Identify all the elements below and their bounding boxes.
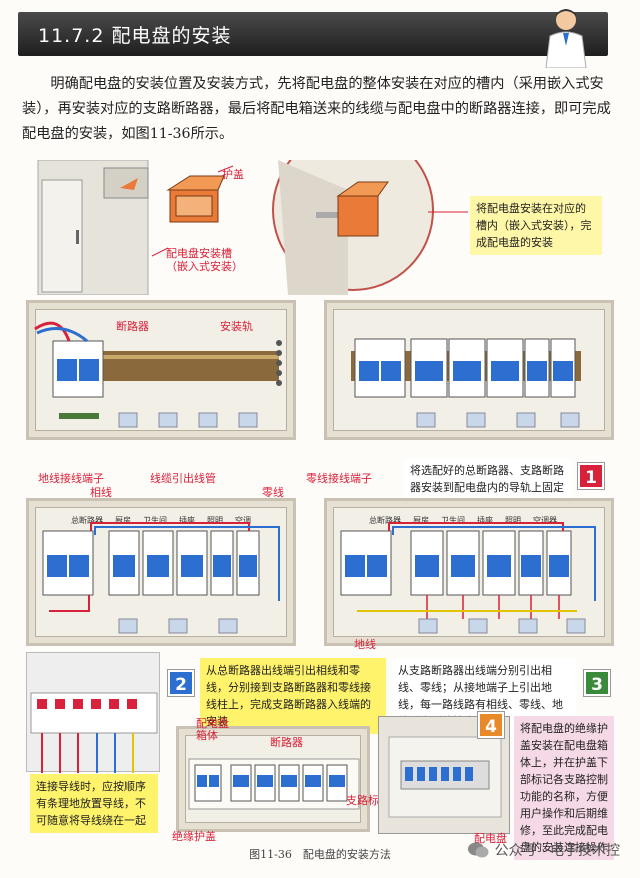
step3-branch: 照明 [505, 516, 521, 525]
step3-number: 3 [584, 670, 610, 696]
panel-label: 配电盘 [474, 832, 507, 845]
step3-branch: 卫生间 [441, 516, 465, 525]
step1-right-drawing [351, 338, 581, 428]
watermark: 公众号 · 电子技术控 [467, 840, 620, 860]
step3-branch: 厨房 [413, 516, 429, 525]
step2-branch: 空调 [235, 516, 251, 525]
box-label-line1: 配电盘 [196, 717, 229, 730]
cover-label: 护盖 [222, 168, 244, 181]
step4-breaker-label: 断路器 [270, 736, 303, 749]
step4-right-note: 将配电盘的绝缘护盖安装在配电盘箱体上，并在护盖下部标记各支路控制功能的名称，方便… [514, 716, 614, 860]
step2-main-breaker: 总断路器 [71, 516, 103, 525]
breaker-label: 断路器 [116, 320, 149, 333]
step4-panel [176, 726, 370, 832]
top-note: 将配电盘安装在对应的槽内（嵌入式安装），完成配电盘的安装 [470, 196, 602, 255]
finished-panel-drawing [388, 736, 502, 818]
wechat-icon [467, 842, 489, 858]
step2-note: 从总断路器出线端引出相线和零线，分别接到支路断路器和零线接线柱上，完成支路断路器… [200, 658, 386, 734]
rail-label: 安装轨 [220, 320, 253, 333]
step1-left-drawing [34, 321, 282, 428]
step3-main-breaker: 总断路器 [369, 516, 401, 525]
neutral-label: 零线 [262, 486, 284, 499]
section-title: 11.7.2 配电盘的安装 [38, 25, 232, 47]
top-installation-figure [37, 160, 468, 295]
insulation-cover-label: 绝缘护盖 [172, 830, 216, 843]
doctor-mascot-icon [545, 9, 587, 68]
step2-branch: 插座 [179, 516, 195, 525]
step2-branch: 厨房 [115, 516, 131, 525]
step1-number: 1 [578, 463, 604, 489]
box-label-line2: 箱体 [196, 729, 218, 742]
watermark-text: 公众号 · 电子技术控 [494, 843, 620, 859]
step3-branch: 插座 [477, 516, 493, 525]
finished-panel-photo [378, 716, 510, 834]
step2-branch: 卫生间 [143, 516, 167, 525]
step3-drawing [340, 522, 596, 634]
step3-branch-labels: 总断路器 厨房 卫生间 插座 照明 空调器 [369, 515, 557, 526]
step2-branch: 照明 [207, 516, 223, 525]
neutral-terminal-label: 零线接线端子 [306, 472, 372, 485]
slot-label-line1: 配电盘安装槽 [166, 247, 232, 260]
intro-paragraph: 明确配电盘的安装位置及安装方式，先将配电盘的整体安装在对应的槽内（采用嵌入式安装… [22, 76, 611, 142]
cable-pipe-label: 线缆引出线管 [150, 472, 216, 485]
step3-branch: 空调器 [533, 516, 557, 525]
step2-panel: 总断路器 厨房 卫生间 插座 照明 空调 [26, 498, 296, 646]
wiring-photo-drawing [30, 692, 158, 773]
step4-drawing [188, 758, 360, 810]
ground-label: 地线 [354, 638, 376, 651]
slot-label: 配电盘安装槽 （嵌入式安装） [166, 247, 243, 273]
phase-label: 相线 [90, 486, 112, 499]
step3-panel: 总断路器 厨房 卫生间 插座 照明 空调器 [324, 498, 614, 646]
step2-branch-labels: 总断路器 厨房 卫生间 插座 照明 空调 [71, 515, 251, 526]
step1-panel-left [26, 300, 296, 440]
step2-drawing [42, 522, 280, 634]
step1-panel-right [324, 300, 614, 440]
ground-terminal-label: 地线接线端子 [38, 472, 104, 485]
step4-number: 4 [478, 712, 504, 738]
box-label: 配电盘 箱体 [196, 718, 229, 742]
step2-number: 2 [168, 670, 194, 696]
wiring-photo [26, 652, 160, 773]
section-header: 11.7.2 配电盘的安装 [18, 9, 608, 68]
step4-left-note: 连接导线时，应按顺序有条理地放置导线，不可随意将导线绕在一起 [30, 774, 158, 833]
slot-label-line2: （嵌入式安装） [166, 260, 243, 273]
figure-caption: 图11-36 配电盘的安装方法 [249, 848, 391, 861]
